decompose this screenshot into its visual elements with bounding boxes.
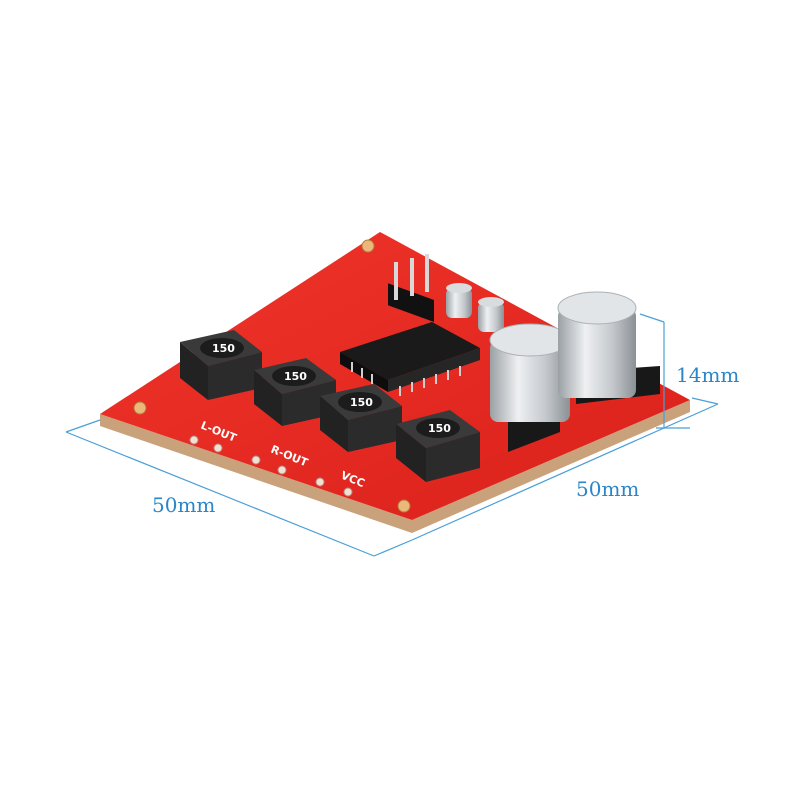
- electrolytic-capacitors: [489, 291, 660, 452]
- inductor: 150: [396, 410, 480, 482]
- width-label-right: 50mm: [576, 477, 639, 501]
- small-capacitors: [446, 283, 504, 332]
- header-pins: [388, 254, 434, 322]
- solder-pad: [343, 487, 353, 497]
- mounting-hole: [361, 239, 375, 253]
- amplifier-chip: [340, 322, 480, 396]
- dimension-lines: [65, 313, 719, 557]
- solder-pad: [251, 455, 261, 465]
- mounting-hole: [133, 401, 147, 415]
- inductor: 150: [254, 358, 336, 426]
- inductor-marking: 150: [350, 396, 373, 409]
- inductor-marking: 150: [428, 422, 451, 435]
- solder-pad: [189, 435, 199, 445]
- inductors: 150 150 150 150: [180, 330, 480, 482]
- inductor: 150: [320, 384, 402, 452]
- inductor-marking: 150: [284, 370, 307, 383]
- capacitor: [490, 340, 570, 422]
- width-label-left: 50mm: [152, 493, 215, 517]
- solder-pad: [213, 443, 223, 453]
- inductor-marking: 150: [212, 342, 235, 355]
- dimension-line-right: [411, 403, 719, 541]
- solder-pad: [277, 465, 287, 475]
- height-label: 14mm: [676, 363, 739, 387]
- dimension-line-left: [65, 431, 375, 557]
- inductor: 150: [180, 330, 262, 400]
- mounting-hole: [397, 499, 411, 513]
- solder-pad: [315, 477, 325, 487]
- capacitor: [558, 308, 636, 398]
